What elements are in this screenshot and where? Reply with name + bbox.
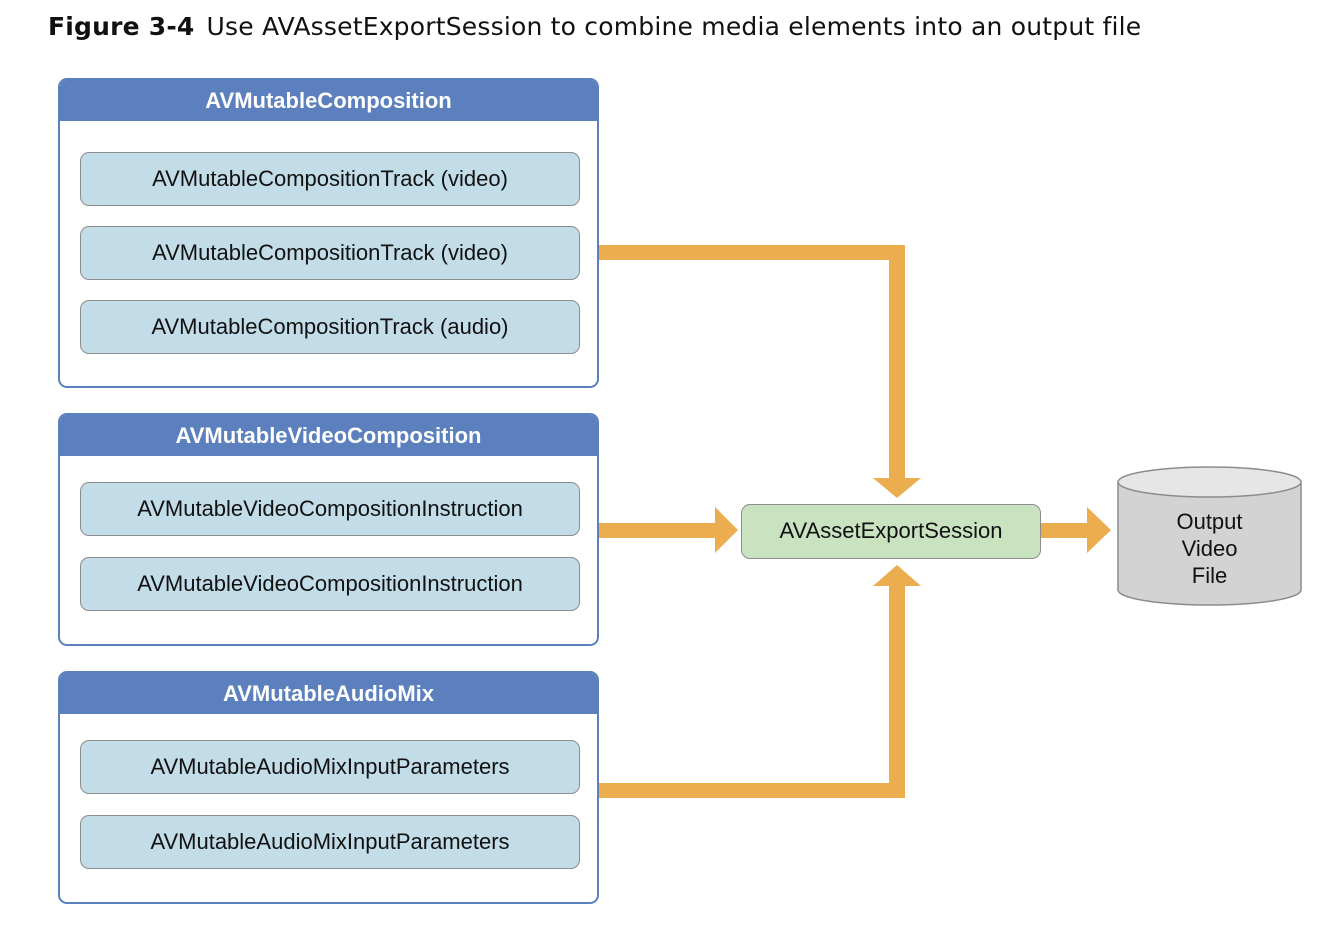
composition-track-video-1: AVMutableCompositionTrack (video) <box>80 152 580 206</box>
avmutablecomposition-group: AVMutableComposition AVMutableCompositio… <box>58 78 599 388</box>
arrow-audio-head <box>873 565 921 586</box>
output-line-1: Output <box>1176 509 1243 534</box>
group-title: AVMutableVideoComposition <box>60 415 597 456</box>
arrow-composition-head <box>873 478 921 498</box>
arrow-video-head <box>715 507 738 553</box>
audio-mix-input-parameters-2: AVMutableAudioMixInputParameters <box>80 815 580 869</box>
output-line-2: Video <box>1181 536 1238 561</box>
video-composition-instruction-1: AVMutableVideoCompositionInstruction <box>80 482 580 536</box>
composition-track-video-2: AVMutableCompositionTrack (video) <box>80 226 580 280</box>
output-cylinder-icon <box>1117 466 1302 606</box>
arrow-composition-vertical <box>889 245 905 482</box>
arrow-video-shaft <box>599 523 720 538</box>
output-video-file-label: Output Video File <box>1118 508 1301 589</box>
arrow-output-head <box>1087 507 1111 553</box>
figure-caption: Figure 3-4 Use AVAssetExportSession to co… <box>48 12 1141 41</box>
group-title: AVMutableComposition <box>60 80 597 121</box>
arrow-audio-vertical <box>889 582 905 798</box>
composition-track-audio: AVMutableCompositionTrack (audio) <box>80 300 580 354</box>
video-composition-instruction-2: AVMutableVideoCompositionInstruction <box>80 557 580 611</box>
arrow-audio-horizontal <box>599 783 905 798</box>
output-line-3: File <box>1191 563 1228 588</box>
avmutablevideocomposition-group: AVMutableVideoComposition AVMutableVideo… <box>58 413 599 646</box>
figure-title: Use AVAssetExportSession to combine medi… <box>206 12 1142 41</box>
audio-mix-input-parameters-1: AVMutableAudioMixInputParameters <box>80 740 580 794</box>
figure-label: Figure 3-4 <box>48 12 195 41</box>
arrow-output-shaft <box>1041 523 1089 538</box>
avmutableaudiomix-group: AVMutableAudioMix AVMutableAudioMixInput… <box>58 671 599 904</box>
arrow-composition-horizontal <box>599 245 905 260</box>
export-session-box: AVAssetExportSession <box>741 504 1041 559</box>
group-title: AVMutableAudioMix <box>60 673 597 714</box>
